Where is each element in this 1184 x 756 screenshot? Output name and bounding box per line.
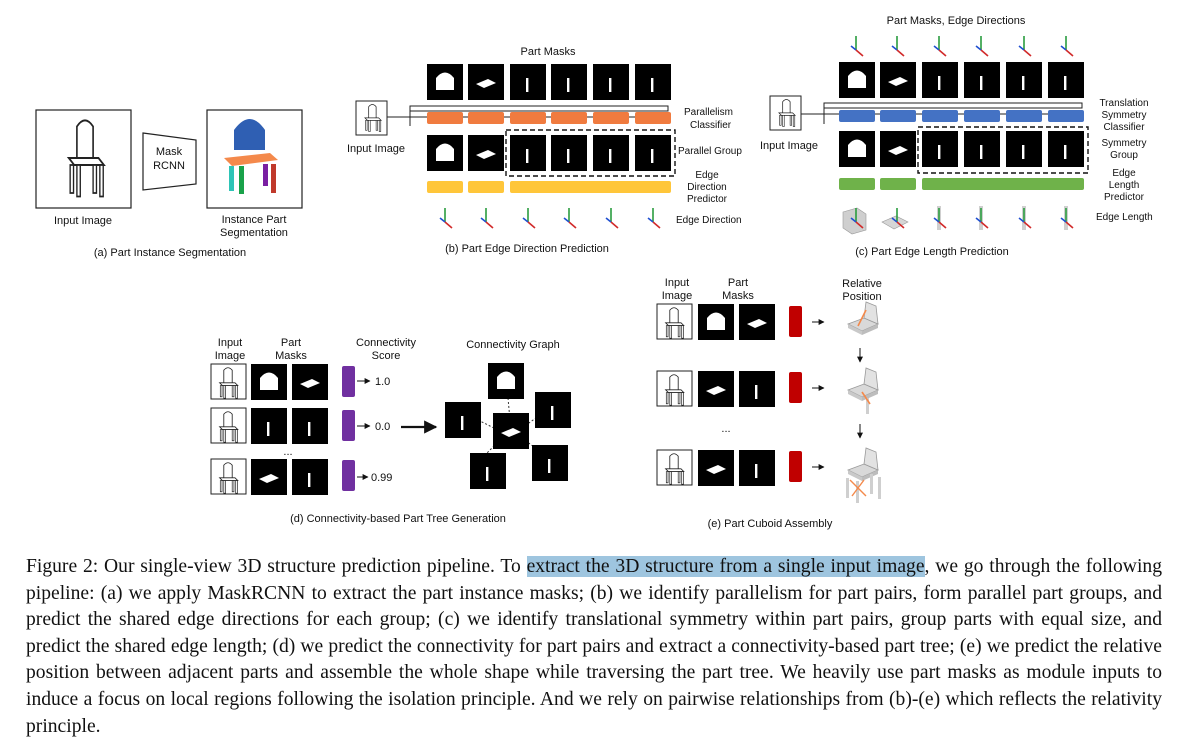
maskrcnn-label-1: Mask bbox=[156, 146, 183, 158]
ellipsis: ... bbox=[721, 423, 730, 435]
translation-symmetry-label-2: Symmetry bbox=[1102, 110, 1147, 121]
caption-lead: Figure 2: Our single-view 3D structure p… bbox=[26, 556, 527, 577]
input-image-label: Input Image bbox=[54, 215, 112, 227]
edge-direction-predictor-label-3: Predictor bbox=[687, 194, 728, 205]
part-mask-row-top bbox=[427, 64, 671, 100]
assembly-row-3 bbox=[656, 447, 881, 503]
maskrcnn-label-2: RCNN bbox=[153, 160, 185, 172]
translation-symmetry-label-1: Translation bbox=[1099, 98, 1148, 109]
edge-length-label: Edge Length bbox=[1096, 212, 1153, 223]
col-relative-label-1: Relative bbox=[842, 278, 882, 290]
assembly-row-1 bbox=[656, 301, 879, 340]
col-relative-label-2: Position bbox=[842, 291, 881, 303]
pipeline-figure: Input Image Mask RCNN Instance Part Segm… bbox=[35, 15, 1153, 530]
connectivity-graph-label: Connectivity Graph bbox=[466, 339, 560, 351]
part-masks-label: Part Masks bbox=[520, 46, 576, 58]
translation-symmetry-label-3: Classifier bbox=[1103, 122, 1145, 133]
panel-d-caption: (d) Connectivity-based Part Tree Generat… bbox=[290, 513, 506, 525]
segmentation-label-1: Instance Part bbox=[222, 214, 287, 226]
pair-row-3: 0.99 bbox=[210, 458, 392, 495]
maskrcnn-block bbox=[142, 132, 197, 191]
edge-length-predictor-blocks bbox=[839, 178, 1084, 190]
caption-highlight: extract the 3D structure from a single i… bbox=[526, 556, 925, 577]
feature-bar bbox=[409, 105, 669, 112]
symmetry-group-label-2: Group bbox=[1110, 150, 1138, 161]
edge-direction-predictor-label-1: Edge bbox=[695, 170, 719, 181]
edge-length-predictor-label-2: Length bbox=[1109, 180, 1140, 191]
connectivity-graph bbox=[445, 363, 571, 489]
parallelism-classifier-label-1: Parallelism bbox=[684, 107, 733, 118]
col-input-label-1: Input bbox=[665, 277, 689, 289]
panel-e: Input Image Part Masks Relative Position bbox=[656, 277, 882, 530]
col-input-label-2: Image bbox=[215, 350, 246, 362]
edge-length-predictor-label-3: Predictor bbox=[1104, 192, 1145, 203]
translation-symmetry-classifier-blocks bbox=[839, 110, 1084, 122]
edge-direction-axes bbox=[439, 207, 661, 229]
edge-direction-predictor-blocks bbox=[427, 181, 671, 193]
col-score-label-2: Score bbox=[372, 350, 401, 362]
panel-e-caption: (e) Part Cuboid Assembly bbox=[708, 518, 833, 530]
parallelism-classifier-label-2: Classifier bbox=[690, 120, 732, 131]
assembly-row-2 bbox=[656, 367, 879, 414]
col-masks-label-2: Masks bbox=[722, 290, 754, 302]
edge-length-cuboids bbox=[842, 206, 1074, 235]
symmetry-group-label-1: Symmetry bbox=[1102, 138, 1147, 149]
part-mask-row-grouped bbox=[427, 129, 676, 177]
colored-chair-segmentation bbox=[224, 119, 278, 194]
part-mask-row-top bbox=[839, 62, 1084, 98]
caption-rest: , we go through the following pipeline: … bbox=[26, 556, 1162, 737]
col-score-label-1: Connectivity bbox=[356, 337, 416, 349]
segmentation-label-2: Segmentation bbox=[220, 227, 288, 239]
input-image-label: Input Image bbox=[760, 140, 818, 152]
pair-row-1: 1.0 bbox=[210, 363, 390, 400]
panel-a: Input Image Mask RCNN Instance Part Segm… bbox=[35, 109, 303, 259]
panel-b: Part Masks Input Image Parallelism Class… bbox=[347, 46, 742, 255]
panel-c: Part Masks, Edge Directions Input Image bbox=[760, 15, 1153, 258]
input-image-label: Input Image bbox=[347, 143, 405, 155]
part-masks-edge-directions-label: Part Masks, Edge Directions bbox=[887, 15, 1026, 27]
parallel-group-label: Parallel Group bbox=[678, 146, 742, 157]
panel-b-caption: (b) Part Edge Direction Prediction bbox=[445, 243, 609, 255]
parallelism-classifier-blocks bbox=[427, 112, 671, 124]
top-axes-row bbox=[850, 35, 1074, 57]
col-masks-label-1: Part bbox=[728, 277, 748, 289]
panel-c-caption: (c) Part Edge Length Prediction bbox=[855, 246, 1008, 258]
col-input-label-2: Image bbox=[662, 290, 693, 302]
edge-length-predictor-label-1: Edge bbox=[1112, 168, 1136, 179]
edge-direction-label: Edge Direction bbox=[676, 215, 742, 226]
connectivity-score: 1.0 bbox=[375, 376, 390, 388]
col-masks-label-2: Masks bbox=[275, 350, 307, 362]
panel-a-caption: (a) Part Instance Segmentation bbox=[94, 247, 246, 259]
figure-caption: Figure 2: Our single-view 3D structure p… bbox=[26, 554, 1162, 740]
connectivity-score: 0.99 bbox=[371, 472, 392, 484]
col-masks-label-1: Part bbox=[281, 337, 301, 349]
symmetry-group-box bbox=[917, 126, 1089, 174]
parallel-group-box bbox=[505, 129, 676, 177]
pair-row-2: 0.0 bbox=[210, 407, 390, 444]
part-mask-row-grouped bbox=[839, 126, 1089, 174]
ellipsis: ... bbox=[283, 446, 292, 458]
col-input-label-1: Input bbox=[218, 337, 242, 349]
edge-direction-predictor-label-2: Direction bbox=[687, 182, 726, 193]
panel-d: Input Image Part Masks Connectivity Scor… bbox=[210, 337, 571, 525]
connectivity-score: 0.0 bbox=[375, 421, 390, 433]
